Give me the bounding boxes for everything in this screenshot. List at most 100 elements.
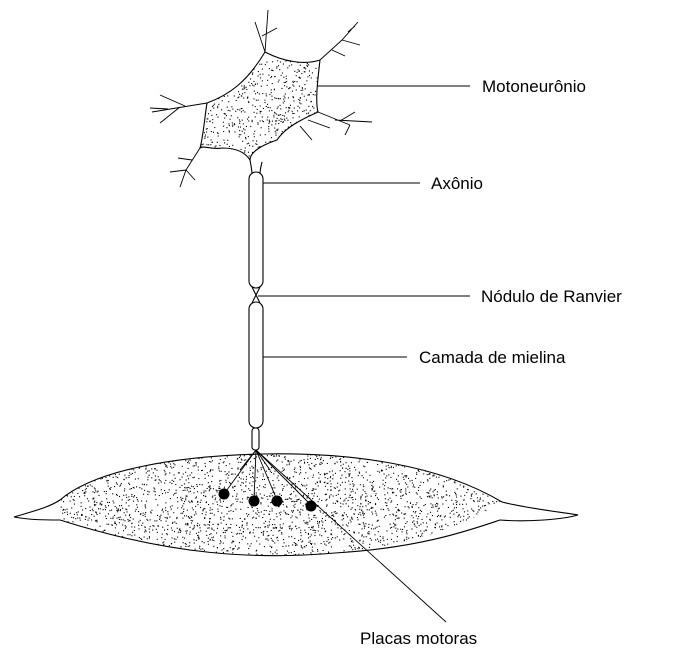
- stipple-dot: [330, 477, 331, 478]
- stipple-dot: [268, 75, 269, 76]
- stipple-dot: [132, 532, 133, 533]
- stipple-dot: [250, 477, 251, 478]
- stipple-dot: [352, 483, 353, 484]
- stipple-dot: [234, 131, 235, 132]
- stipple-dot: [404, 466, 405, 467]
- stipple-dot: [398, 475, 399, 476]
- stipple-dot: [337, 536, 338, 537]
- stipple-dot: [102, 478, 103, 479]
- stipple-dot: [132, 540, 133, 541]
- stipple-dot: [447, 544, 448, 545]
- stipple-dot: [393, 526, 394, 527]
- stipple-dot: [293, 460, 294, 461]
- stipple-dot: [74, 500, 75, 501]
- stipple-dot: [112, 525, 113, 526]
- node-of-ranvier: [252, 287, 260, 303]
- stipple-dot: [203, 65, 204, 66]
- stipple-dot: [313, 530, 314, 531]
- stipple-dot: [230, 510, 231, 511]
- stipple-dot: [494, 503, 495, 504]
- stipple-dot: [161, 489, 162, 490]
- stipple-dot: [237, 549, 238, 550]
- stipple-dot: [394, 524, 395, 525]
- stipple-dot: [218, 89, 219, 90]
- stipple-dot: [133, 469, 134, 470]
- stipple-dot: [236, 100, 237, 101]
- stipple-dot: [310, 56, 311, 57]
- stipple-dot: [179, 554, 180, 555]
- stipple-dot: [433, 507, 434, 508]
- stipple-dot: [452, 472, 453, 473]
- stipple-dot: [393, 541, 394, 542]
- stipple-dot: [428, 467, 429, 468]
- stipple-dot: [327, 504, 328, 505]
- stipple-dot: [384, 488, 385, 489]
- stipple-dot: [201, 558, 202, 559]
- stipple-dot: [271, 538, 272, 539]
- stipple-dot: [227, 107, 228, 108]
- stipple-dot: [204, 71, 205, 72]
- stipple-dot: [263, 531, 264, 532]
- stipple-dot: [492, 501, 493, 502]
- stipple-dot: [189, 450, 190, 451]
- stipple-dot: [93, 476, 94, 477]
- stipple-dot: [375, 511, 376, 512]
- stipple-dot: [283, 134, 284, 135]
- stipple-dot: [147, 491, 148, 492]
- stipple-dot: [427, 479, 428, 480]
- stipple-dot: [166, 533, 167, 534]
- stipple-dot: [464, 526, 465, 527]
- stipple-dot: [248, 67, 249, 68]
- stipple-dot: [123, 495, 124, 496]
- stipple-dot: [129, 456, 130, 457]
- stipple-dot: [317, 151, 318, 152]
- stipple-dot: [293, 510, 294, 511]
- stipple-dot: [329, 542, 330, 543]
- stipple-dot: [347, 516, 348, 517]
- stipple-dot: [119, 496, 120, 497]
- stipple-dot: [205, 94, 206, 95]
- stipple-dot: [385, 549, 386, 550]
- stipple-dot: [266, 106, 267, 107]
- stipple-dot: [114, 486, 115, 487]
- stipple-dot: [71, 472, 72, 473]
- stipple-dot: [329, 471, 330, 472]
- stipple-dot: [238, 97, 239, 98]
- stipple-dot: [351, 462, 352, 463]
- stipple-dot: [293, 117, 294, 118]
- stipple-dot: [171, 528, 172, 529]
- stipple-dot: [310, 540, 311, 541]
- stipple-dot: [490, 453, 491, 454]
- stipple-dot: [272, 480, 273, 481]
- stipple-dot: [124, 490, 125, 491]
- stipple-dot: [287, 134, 288, 135]
- stipple-dot: [427, 545, 428, 546]
- stipple-dot: [171, 558, 172, 559]
- stipple-dot: [412, 545, 413, 546]
- stipple-dot: [174, 521, 175, 522]
- stipple-dot: [282, 546, 283, 547]
- stipple-dot: [480, 498, 481, 499]
- stipple-dot: [330, 558, 331, 559]
- stipple-dot: [291, 461, 292, 462]
- stipple-dot: [106, 560, 107, 561]
- stipple-dot: [106, 491, 107, 492]
- stipple-dot: [261, 52, 262, 53]
- stipple-dot: [423, 505, 424, 506]
- stipple-dot: [85, 519, 86, 520]
- stipple-dot: [167, 467, 168, 468]
- stipple-dot: [227, 140, 228, 141]
- stipple-dot: [344, 533, 345, 534]
- stipple-dot: [100, 478, 101, 479]
- stipple-dot: [314, 515, 315, 516]
- stipple-dot: [310, 543, 311, 544]
- stipple-dot: [152, 459, 153, 460]
- stipple-dot: [94, 548, 95, 549]
- stipple-dot: [119, 519, 120, 520]
- stipple-dot: [298, 129, 299, 130]
- stipple-dot: [258, 100, 259, 101]
- stipple-dot: [413, 521, 414, 522]
- stipple-dot: [501, 533, 502, 534]
- stipple-dot: [501, 507, 502, 508]
- stipple-dot: [240, 485, 241, 486]
